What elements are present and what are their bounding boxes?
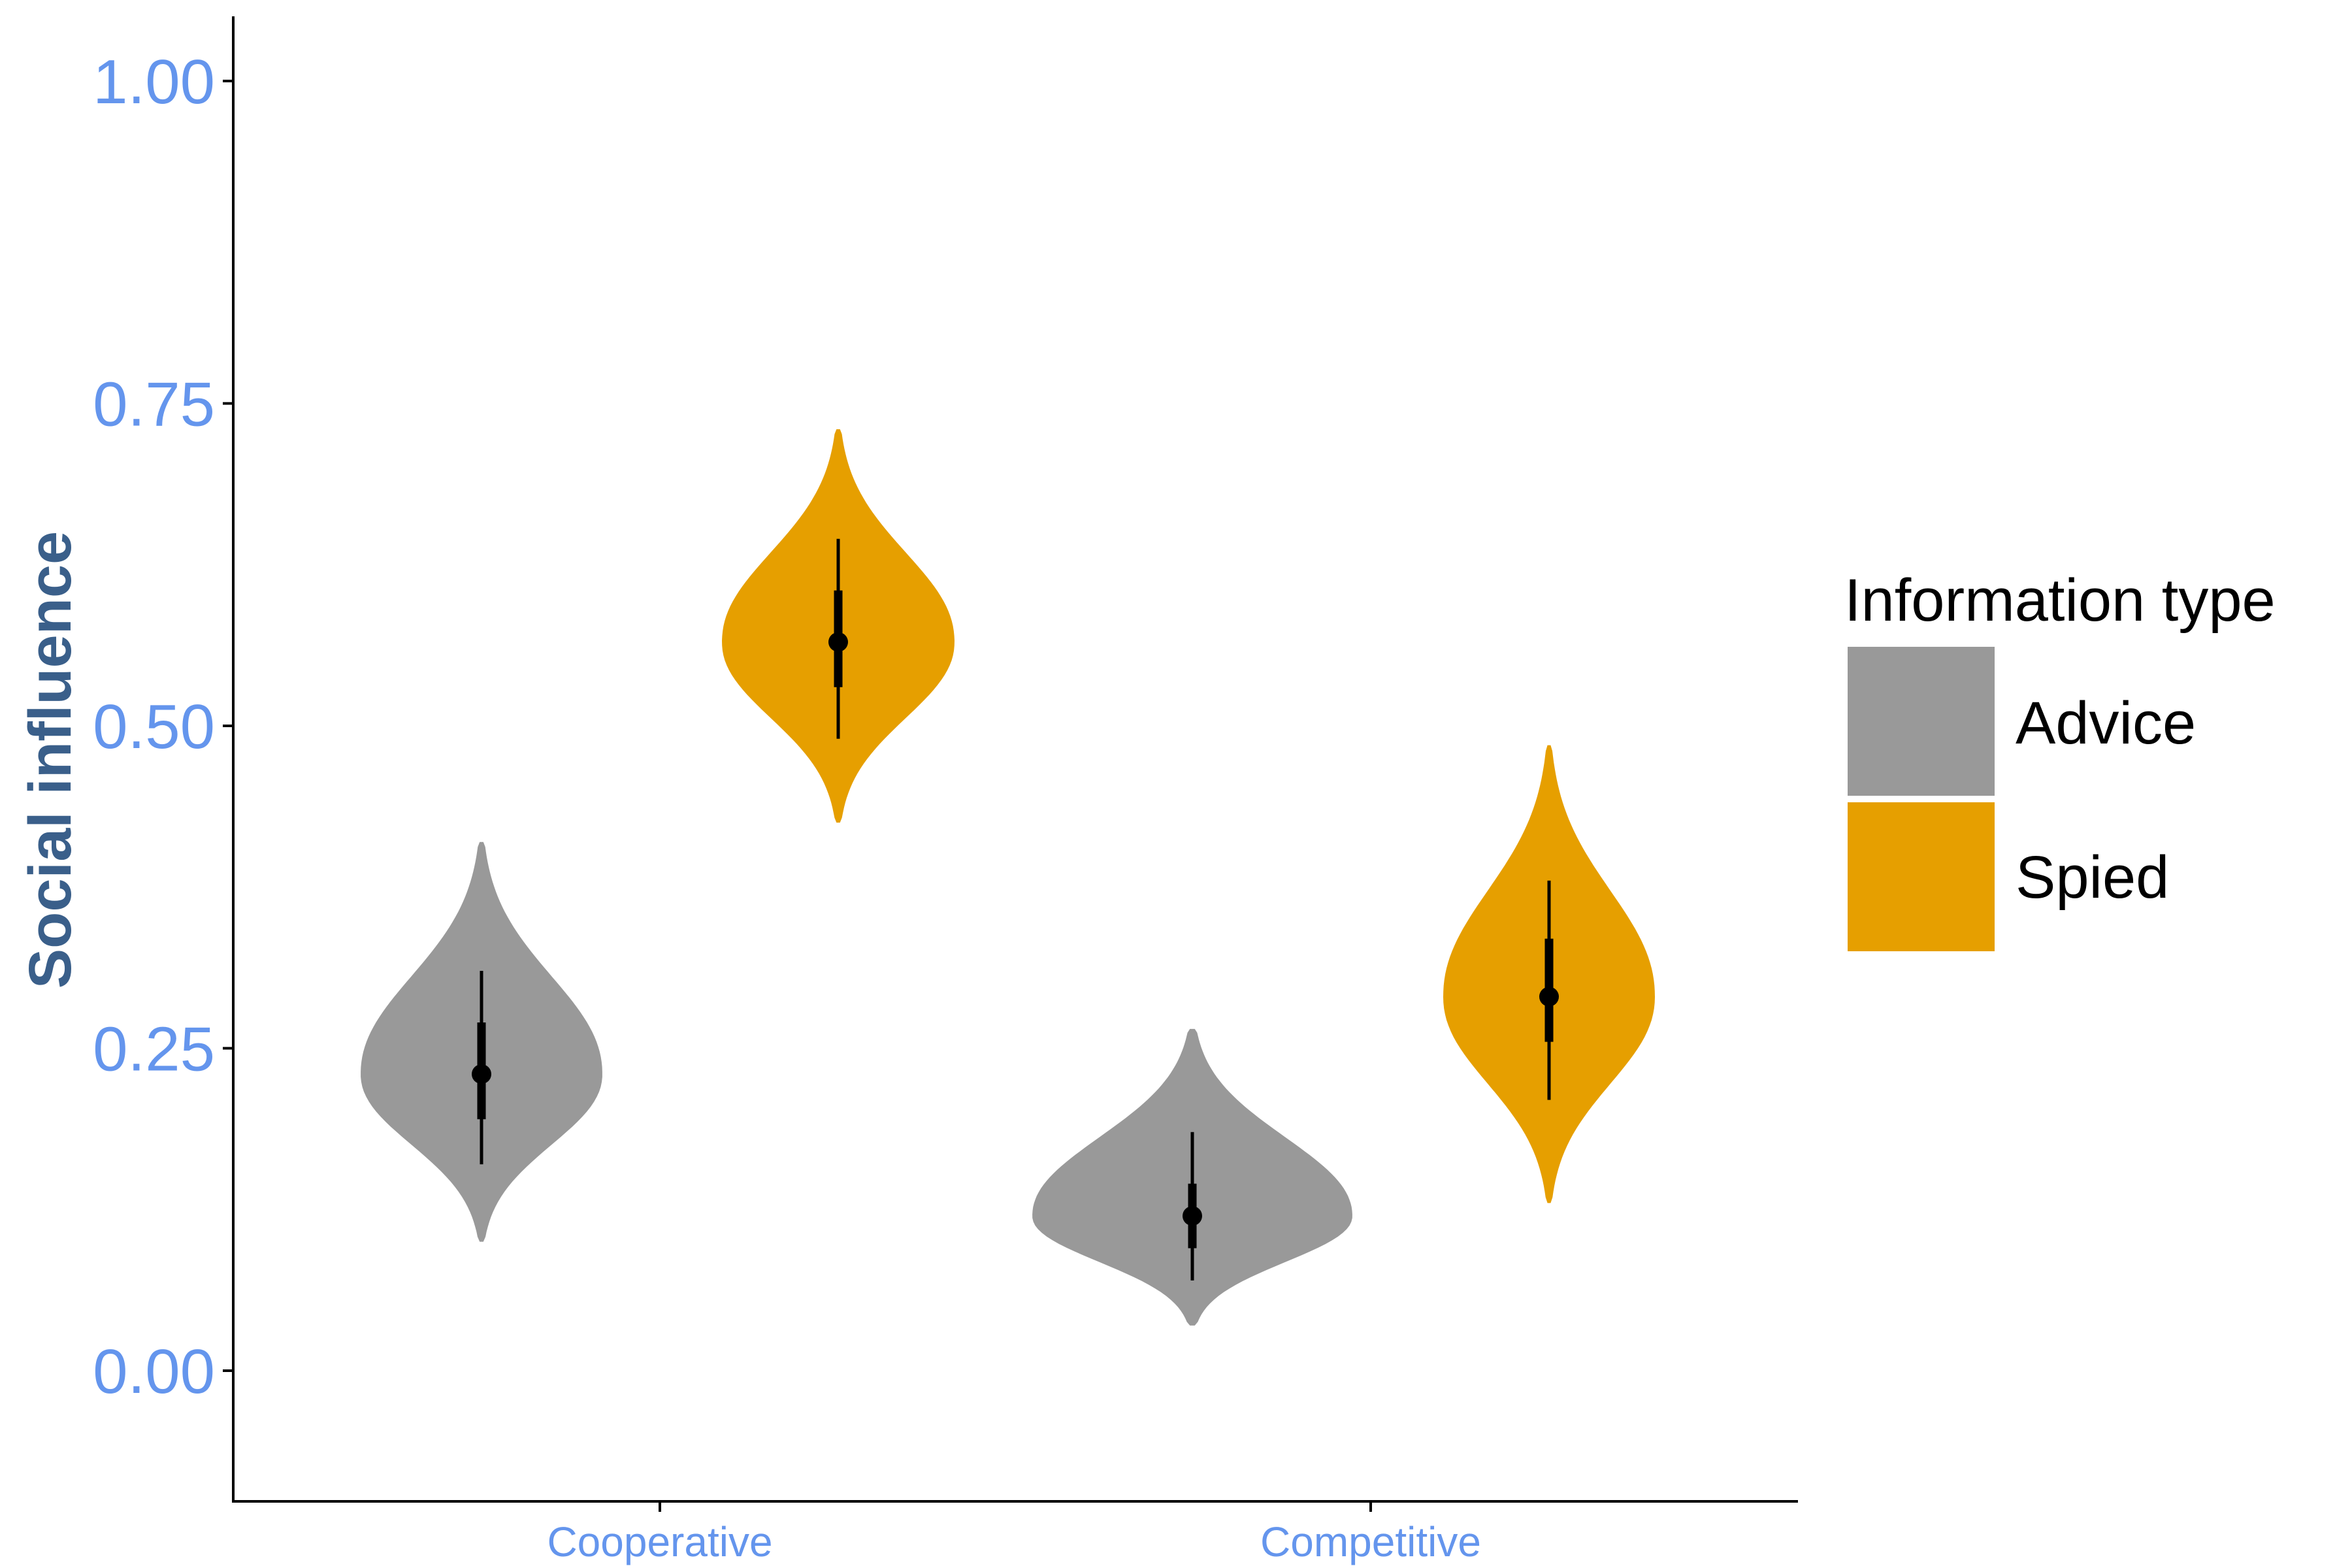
legend-swatch-advice: [1848, 647, 1995, 796]
y-tick-label: 0.75: [93, 370, 215, 440]
median-point-advice-cooperative: [472, 1064, 491, 1084]
legend-label-advice: Advice: [2016, 690, 2196, 757]
legend-label-spied: Spied: [2016, 844, 2169, 911]
x-tick-label: Competitive: [1260, 1518, 1481, 1565]
y-tick-label: 0.00: [93, 1337, 215, 1407]
legend-title: Information type: [1844, 567, 2276, 634]
legend: Information type Advice Spied: [1844, 567, 2276, 951]
y-tick-label: 0.50: [93, 692, 215, 762]
y-axis: 0.00 0.25 0.50 0.75 1.00: [93, 16, 235, 1501]
plot-area: [361, 429, 1655, 1326]
y-tick-label: 1.00: [93, 47, 215, 117]
y-tick-label: 0.25: [93, 1015, 215, 1085]
x-axis: Cooperative Competitive: [232, 1500, 1798, 1565]
median-point-spied-cooperative: [828, 632, 848, 652]
legend-swatch-spied: [1848, 802, 1995, 951]
y-axis-label: Social influence: [17, 531, 84, 988]
median-point-advice-competitive: [1183, 1206, 1202, 1226]
x-tick-label: Cooperative: [547, 1518, 772, 1565]
median-point-spied-competitive: [1539, 987, 1559, 1007]
